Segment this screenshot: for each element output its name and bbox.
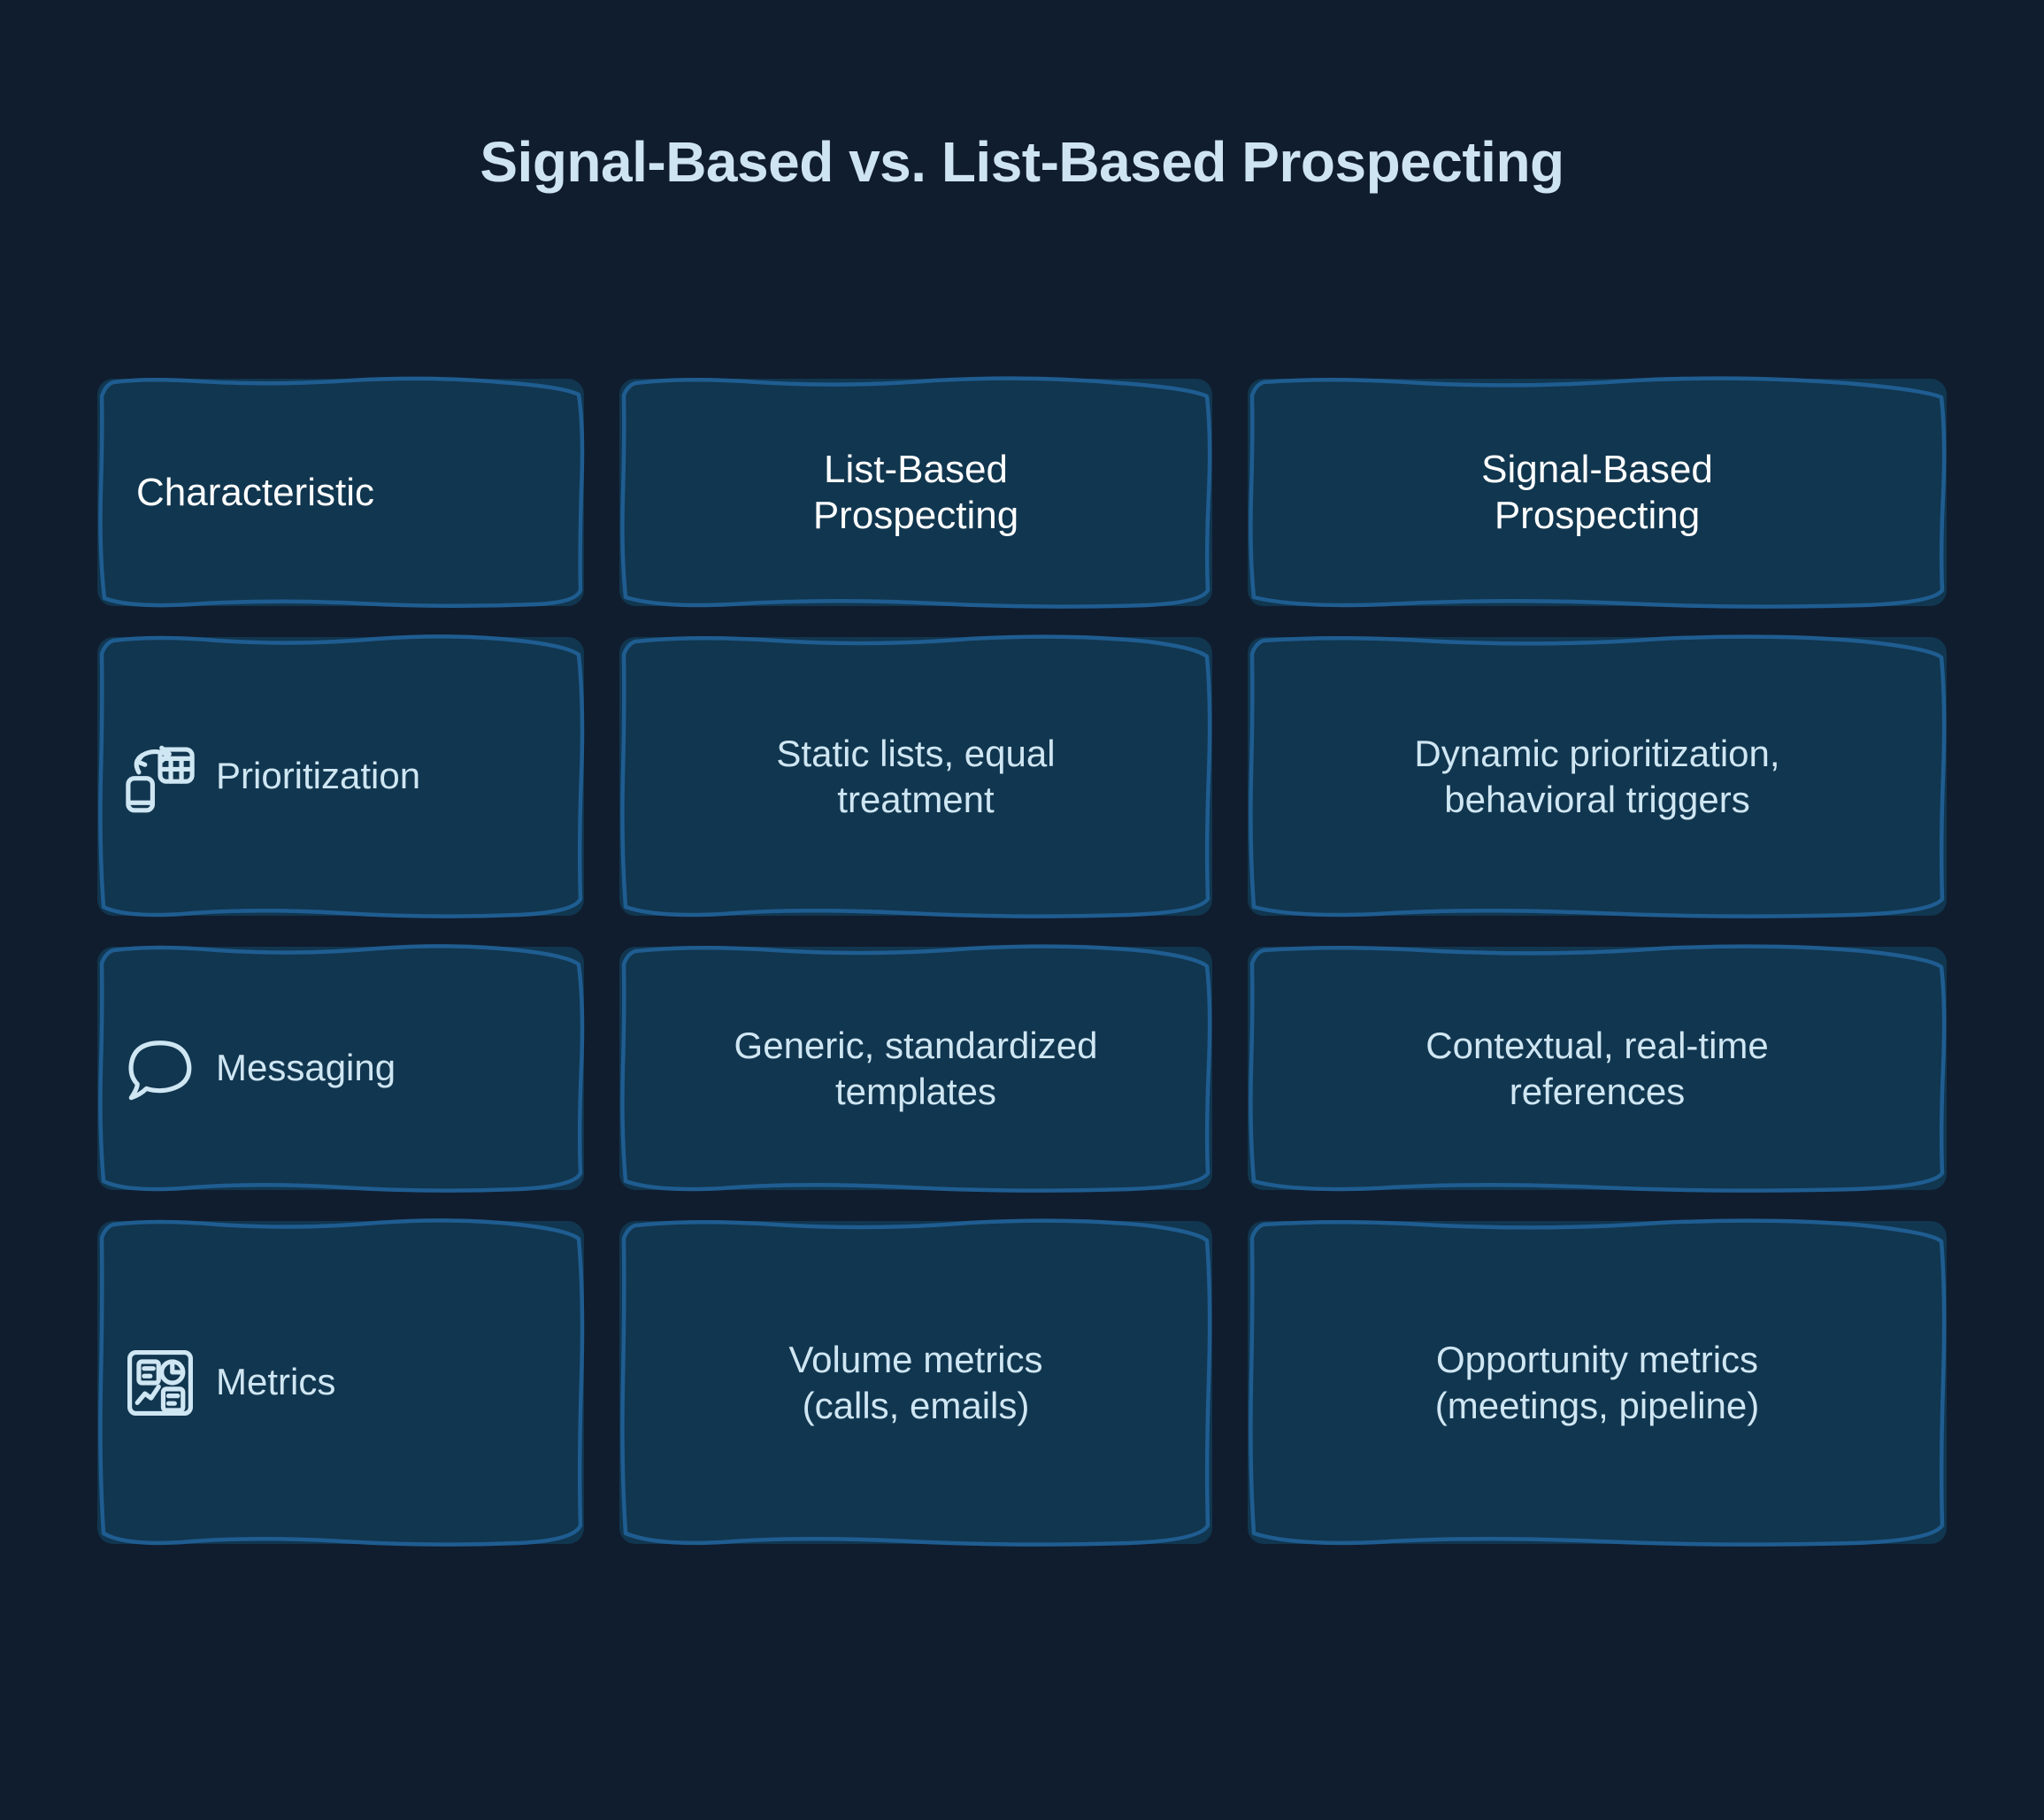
cell-line-2: references <box>1509 1070 1686 1112</box>
cell-text: Static lists, equal treatment <box>646 731 1186 821</box>
cell-line-1: Dynamic prioritization, <box>1414 733 1780 775</box>
cell-signal-based-metrics: Opportunity metrics (meetings, pipeline) <box>1248 1218 1947 1547</box>
header-label-characteristic: Characteristic <box>136 470 374 514</box>
cell-list-based-metrics: Volume metrics (calls, emails) <box>619 1218 1212 1547</box>
cell-line-1: Contextual, real-time <box>1425 1025 1769 1067</box>
table-row: Messaging <box>97 944 585 1193</box>
header-label-signal-based: Signal-Based Prospecting <box>1274 447 1920 539</box>
row-label-messaging: Messaging <box>216 1047 396 1089</box>
cell-text: Dynamic prioritization, behavioral trigg… <box>1274 731 1920 821</box>
header-line-1: Signal-Based <box>1481 447 1713 491</box>
table-header-list-based: List-Based Prospecting <box>619 376 1212 609</box>
cell-line-1: Volume metrics <box>788 1339 1043 1381</box>
cell-line-1: Static lists, equal <box>776 733 1056 775</box>
row-label-metrics: Metrics <box>216 1361 336 1403</box>
cell-line-2: (meetings, pipeline) <box>1434 1384 1760 1426</box>
cell-list-based-messaging: Generic, standardized templates <box>619 944 1212 1193</box>
header-label-list-based: List-Based Prospecting <box>646 447 1186 539</box>
table-header-characteristic: Characteristic <box>97 376 585 609</box>
header-line-2: Prospecting <box>812 493 1019 537</box>
cell-text: Contextual, real-time references <box>1274 1023 1920 1113</box>
phone-to-spreadsheet-icon <box>122 739 198 815</box>
cell-text: Opportunity metrics (meetings, pipeline) <box>1274 1337 1920 1427</box>
cell-line-2: behavioral triggers <box>1444 778 1750 820</box>
table-header-signal-based: Signal-Based Prospecting <box>1248 376 1947 609</box>
row-label-prioritization: Prioritization <box>216 755 421 797</box>
cell-signal-based-messaging: Contextual, real-time references <box>1248 944 1947 1193</box>
comparison-table: Characteristic List-Based Prospecting Si… <box>97 376 1947 1547</box>
header-line-2: Prospecting <box>1494 493 1701 537</box>
table-row: Prioritization <box>97 634 585 918</box>
cell-line-1: Opportunity metrics <box>1435 1339 1759 1381</box>
cell-line-2: templates <box>834 1070 997 1112</box>
page-title: Signal-Based vs. List-Based Prospecting <box>480 130 1564 194</box>
cell-signal-based-prioritization: Dynamic prioritization, behavioral trigg… <box>1248 634 1947 918</box>
dashboard-chart-icon <box>122 1345 198 1421</box>
table-row: Metrics <box>97 1218 585 1547</box>
cell-line-1: Generic, standardized <box>734 1025 1098 1067</box>
cell-text: Generic, standardized templates <box>646 1023 1186 1113</box>
cell-line-2: (calls, emails) <box>802 1384 1030 1426</box>
cell-text: Volume metrics (calls, emails) <box>646 1337 1186 1427</box>
header-line-1: List-Based <box>824 447 1008 491</box>
speech-bubble-icon <box>122 1031 198 1107</box>
cell-list-based-prioritization: Static lists, equal treatment <box>619 634 1212 918</box>
cell-line-2: treatment <box>837 778 995 820</box>
